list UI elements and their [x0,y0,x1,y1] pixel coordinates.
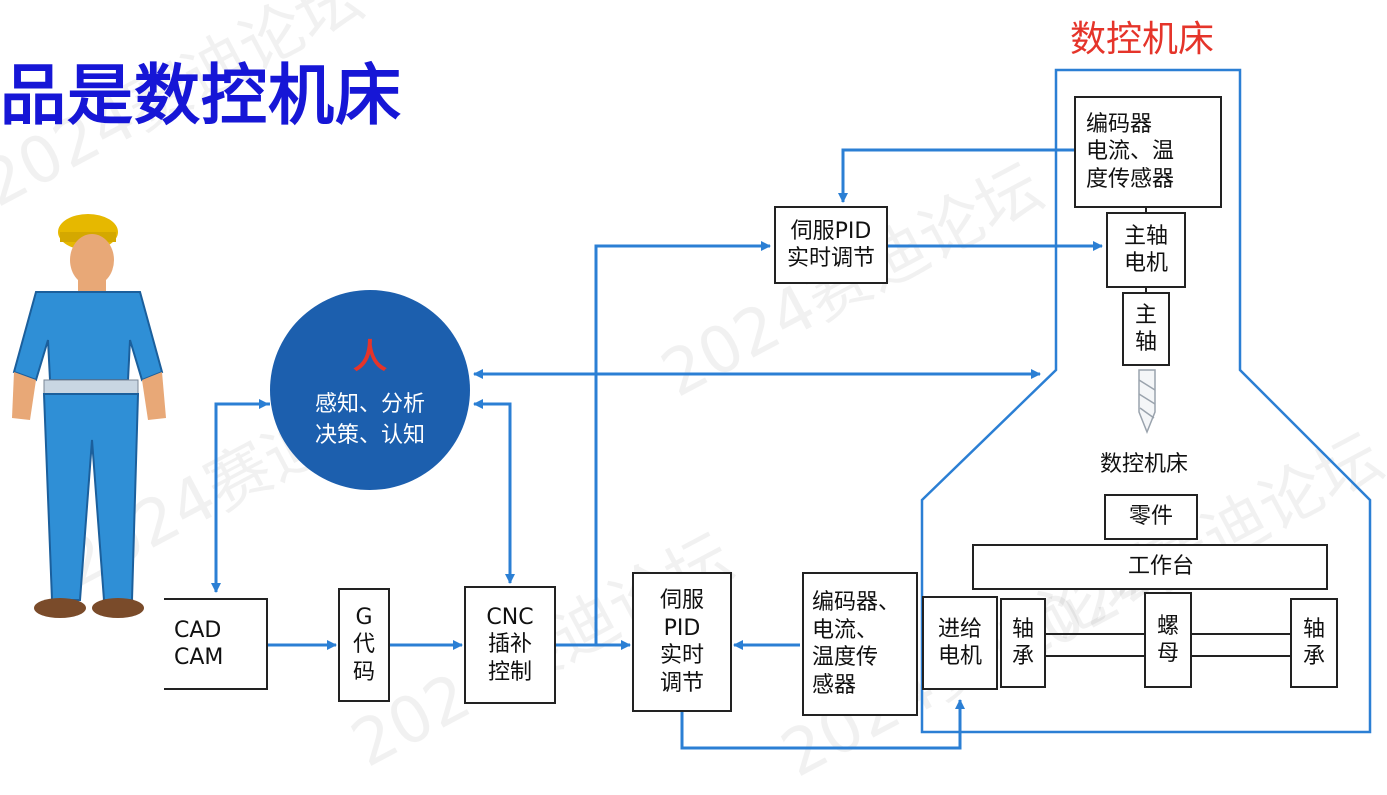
cnc-box: CNC 插补 控制 [464,586,556,704]
servo-pid-bottom-box: 伺服 PID 实时 调节 [632,572,732,712]
worktable-box: 工作台 [972,544,1328,590]
drill-bit-icon [1138,369,1156,435]
cad-cam-box: CAD CAM [164,598,268,690]
sensor-top-box: 编码器 电流、温 度传感器 [1074,96,1222,208]
machine-title: 数控机床 [1070,19,1215,60]
person-circle: 人 感知、分析 决策、认知 [270,290,470,490]
worker-illustration [12,214,166,618]
sensor-bottom-box: 编码器、 电流、 温度传 感器 [802,572,918,716]
spindle-box: 主 轴 [1122,292,1170,366]
nut-box: 螺 母 [1144,592,1192,688]
part-box: 零件 [1104,494,1198,540]
machine-outline [920,68,1372,734]
servo-pid-top-box: 伺服PID 实时调节 [774,206,888,284]
connector-lines [12,68,1372,750]
bearing-left-box: 轴 承 [1000,598,1046,688]
person-text: 感知、分析 决策、认知 [314,391,425,448]
machine-inner-label: 数控机床 [1100,452,1189,477]
g-code-box: G 代 码 [338,588,390,702]
bearing-right-box: 轴 承 [1290,598,1338,688]
feed-motor-box: 进给 电机 [922,596,998,690]
person-title: 人 [353,336,387,377]
page-title: 品是数控机床 [0,57,402,134]
spindle-motor-box: 主轴 电机 [1106,212,1186,288]
